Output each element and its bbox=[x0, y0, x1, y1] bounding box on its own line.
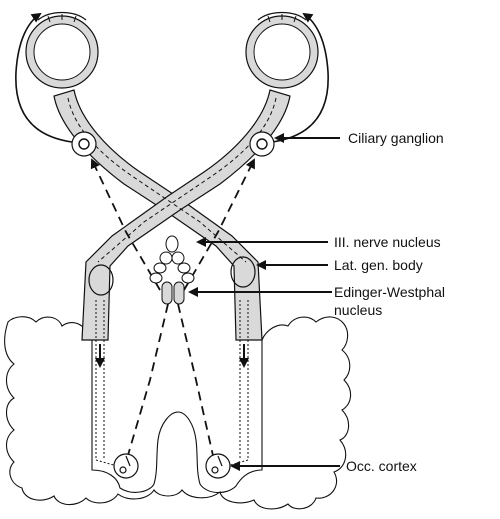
label-edinger-westphal-nucleus: nucleus bbox=[334, 302, 382, 318]
label-occ-cortex: Occ. cortex bbox=[346, 458, 417, 474]
label-third-nerve-nucleus: III. nerve nucleus bbox=[334, 234, 441, 250]
brain-outline bbox=[4, 316, 352, 510]
edinger-westphal-nucleus bbox=[161, 281, 185, 305]
optic-radiation-left bbox=[95, 300, 125, 469]
efferent-arc-right bbox=[271, 12, 329, 143]
efferent-arc-left bbox=[15, 12, 73, 143]
optic-radiation-right bbox=[219, 300, 249, 469]
optic-nerve-right bbox=[81, 89, 291, 341]
label-edinger-westphal: Edinger-Westphal bbox=[334, 284, 445, 300]
ciliary-ganglion-right bbox=[249, 131, 275, 157]
label-lat-gen-body: Lat. gen. body bbox=[334, 257, 423, 273]
ciliary-ganglion-left bbox=[71, 131, 97, 157]
lat-gen-body-left bbox=[88, 264, 114, 296]
right-eye bbox=[245, 11, 319, 89]
occ-cortex-right bbox=[205, 453, 231, 479]
left-eye bbox=[25, 11, 99, 89]
label-ciliary-ganglion: Ciliary ganglion bbox=[348, 130, 444, 146]
third-nerve-nucleus bbox=[149, 235, 195, 284]
lat-gen-body-right bbox=[230, 256, 256, 288]
occ-cortex-left bbox=[113, 453, 139, 479]
optic-nerve-left bbox=[53, 89, 263, 341]
